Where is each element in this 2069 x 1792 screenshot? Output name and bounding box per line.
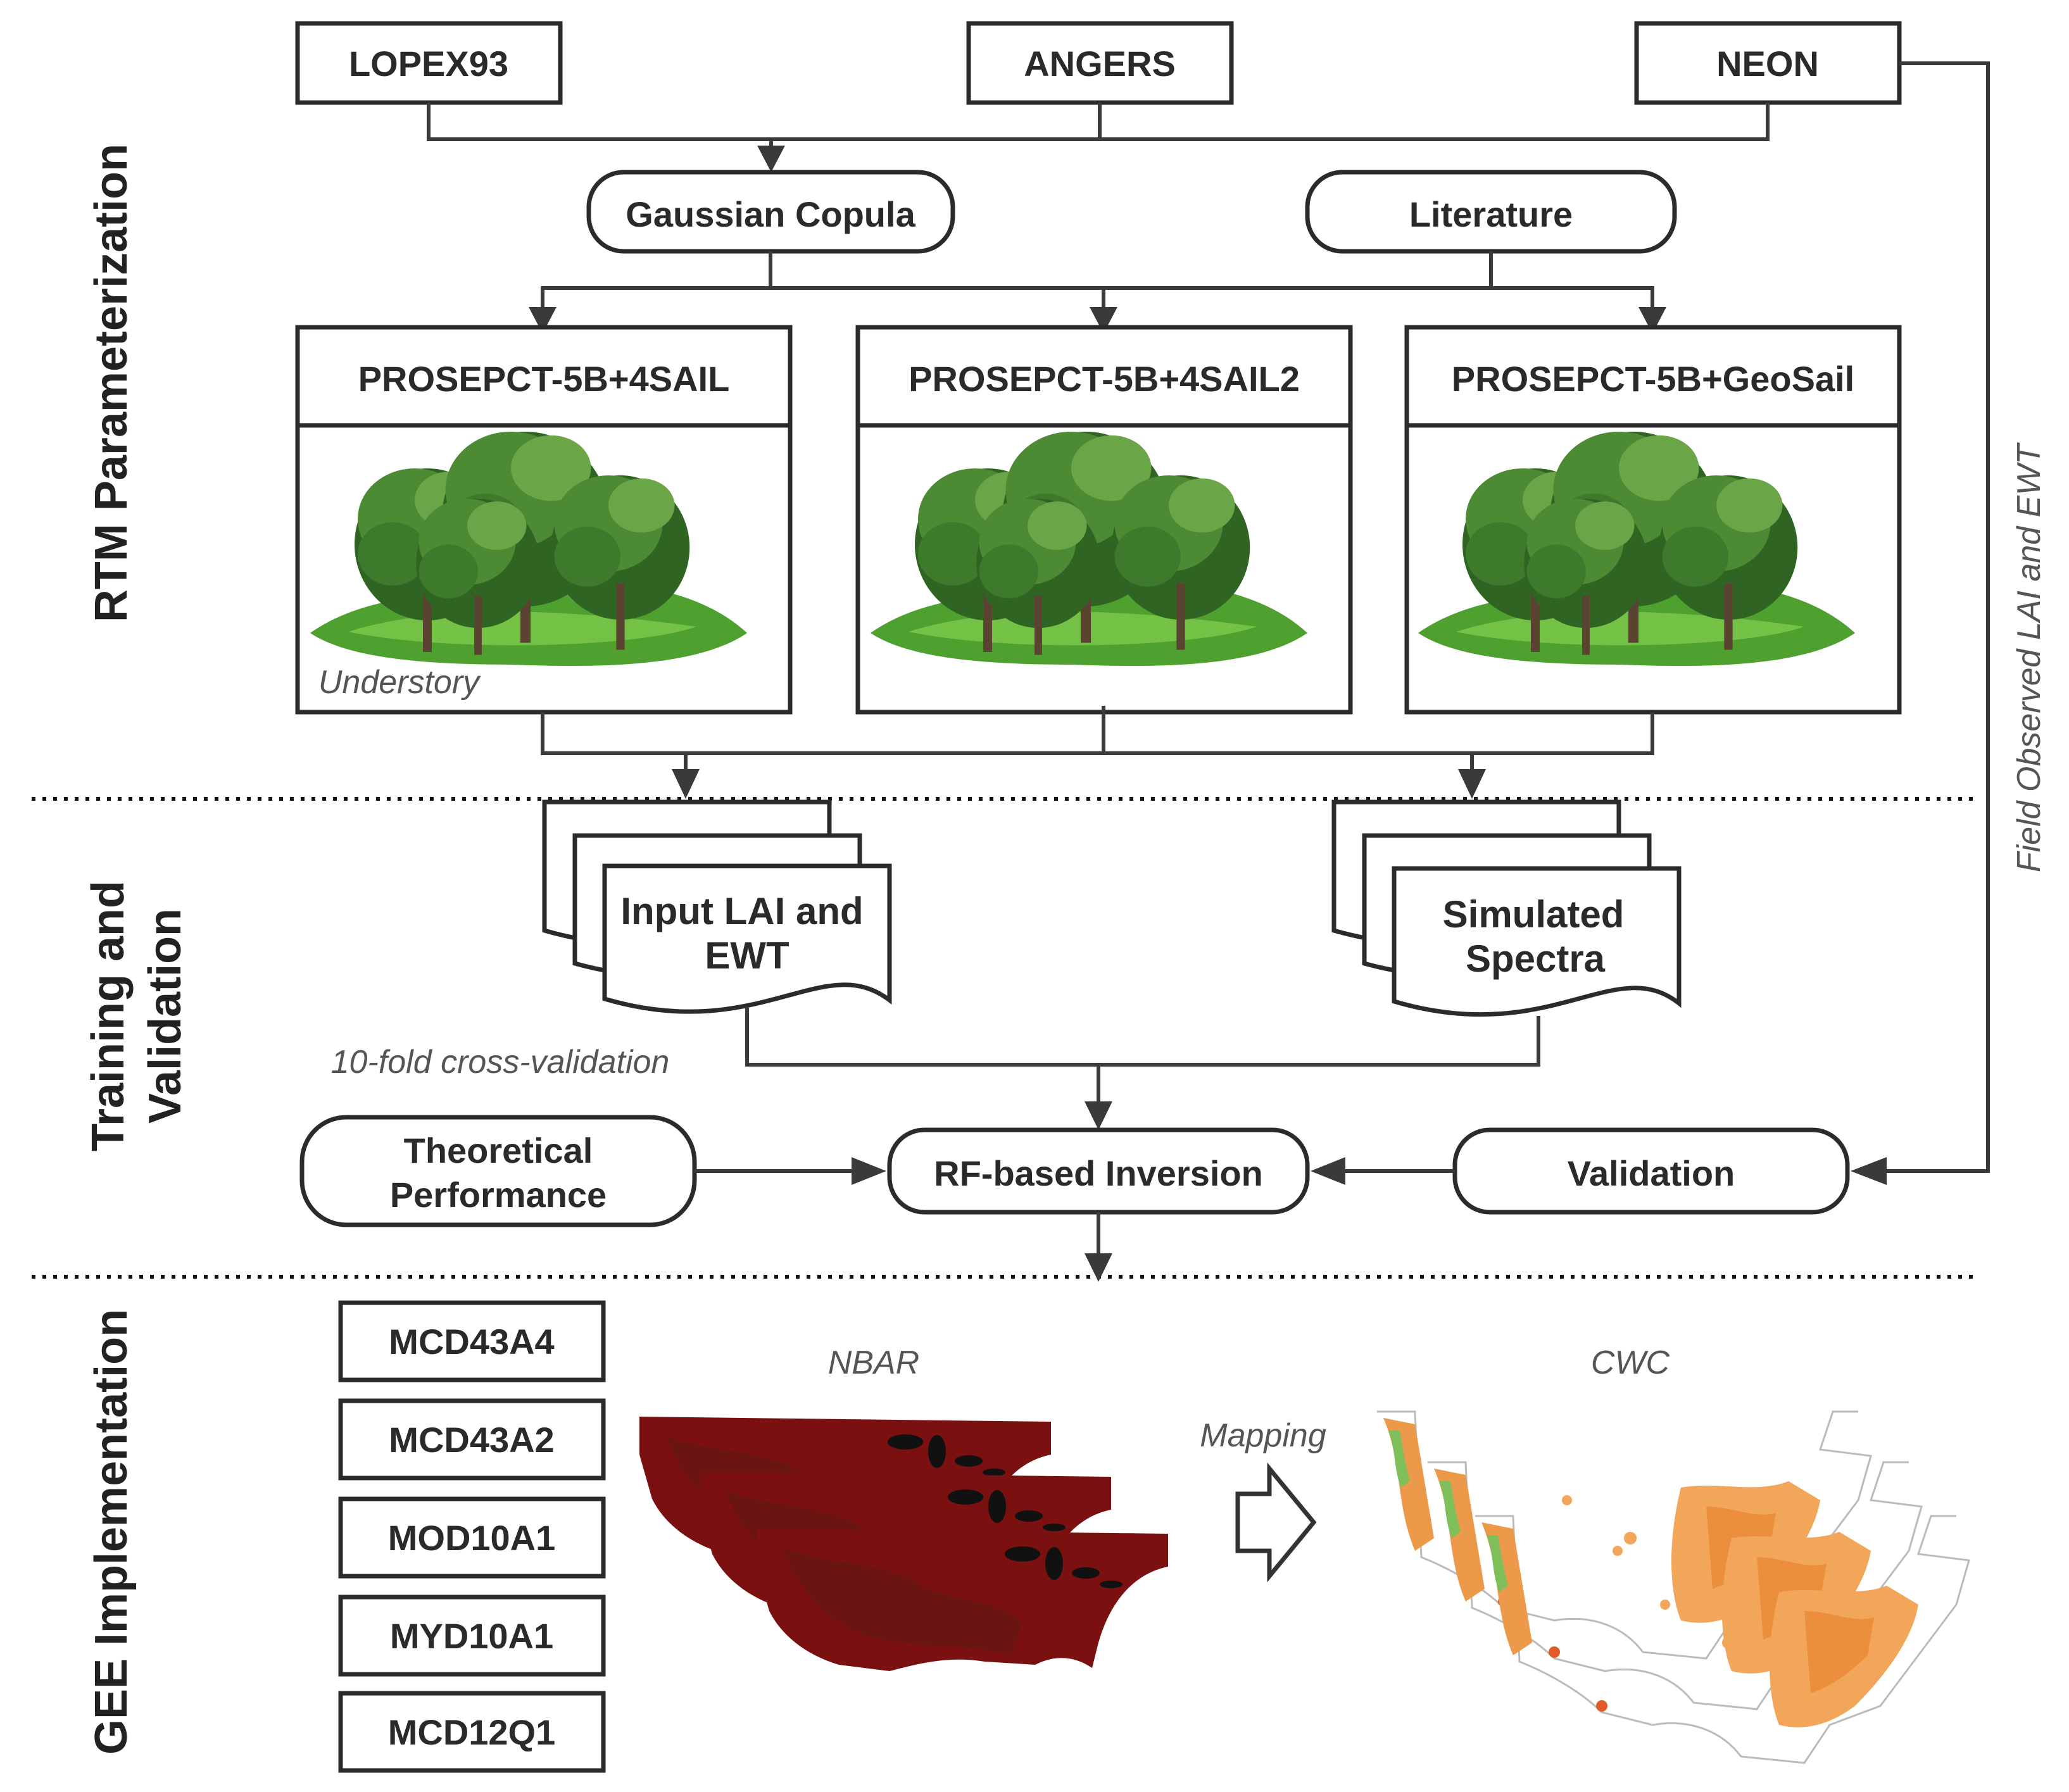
field-observed-connector [1851, 61, 1990, 1185]
lopex93-box: LOPEX93 [295, 21, 563, 105]
nbar-map [757, 1529, 1168, 1671]
section-label-gee: GEE Implementation [86, 1309, 137, 1755]
understory-label: Understory [318, 664, 481, 701]
section-label-rtm: RTM Parameterization [86, 144, 137, 622]
product-box: MYD10A1 [338, 1595, 606, 1677]
mapping-arrow-icon [1235, 1462, 1317, 1582]
simulated-spectra-document: Simulated Spectra [1331, 799, 1682, 1017]
arrowhead [1311, 1157, 1345, 1185]
arrowhead [1458, 769, 1486, 799]
mapping-label: Mapping [1200, 1417, 1326, 1454]
arrowhead [672, 769, 700, 799]
product-label: MOD10A1 [388, 1518, 556, 1558]
product-label: MCD12Q1 [388, 1712, 556, 1752]
arrowhead [529, 307, 557, 334]
product-box: MCD43A4 [338, 1300, 606, 1382]
input-label-line2: EWT [705, 934, 789, 977]
inversion-inputs-connector [695, 1157, 1455, 1185]
arrowhead [757, 146, 785, 172]
section-label-training-line2: Validation [140, 908, 191, 1124]
spectra-label-line2: Spectra [1466, 937, 1606, 980]
nbar-label: NBAR [828, 1344, 919, 1381]
gaussian-copula-label: Gaussian Copula [626, 194, 915, 234]
rf-inversion-label: RF-based Inversion [934, 1153, 1263, 1193]
literature-node: Literature [1305, 170, 1677, 254]
model-title: PROSEPCT-5B+4SAIL [358, 359, 730, 399]
angers-label: ANGERS [1024, 44, 1176, 84]
neon-label: NEON [1716, 44, 1819, 84]
model-title: PROSEPCT-5B+GeoSail [1452, 359, 1854, 399]
validation-node: Validation [1452, 1127, 1850, 1215]
product-label: MCD43A2 [389, 1420, 554, 1460]
rf-inversion-node: RF-based Inversion [887, 1127, 1310, 1215]
gaussian-copula-node: Gaussian Copula [586, 170, 955, 254]
product-label: MYD10A1 [390, 1616, 553, 1656]
input-lai-ewt-document: Input LAI and EWT [542, 799, 892, 1014]
rf-to-gee-connector [1085, 1212, 1112, 1282]
neon-box: NEON [1634, 21, 1902, 105]
product-box: MOD10A1 [338, 1496, 606, 1579]
angers-box: ANGERS [966, 21, 1234, 105]
arrowhead [852, 1157, 886, 1185]
documents-connector [745, 1006, 1540, 1130]
input-label-line1: Input LAI and [620, 890, 863, 932]
arrowhead [1851, 1157, 1887, 1185]
models-connector [541, 706, 1654, 799]
spectra-label-line1: Simulated [1443, 893, 1625, 936]
theoretical-label-line1: Theoretical [404, 1131, 593, 1170]
lopex93-label: LOPEX93 [349, 44, 508, 84]
nbar-map-stack [639, 1417, 1168, 1671]
product-box: MCD43A2 [338, 1398, 606, 1481]
literature-label: Literature [1409, 194, 1573, 234]
arrowhead [1085, 1253, 1112, 1282]
sources-connector [427, 103, 1770, 172]
model-panel-geosail: PROSEPCT-5B+GeoSail [1404, 325, 1902, 715]
product-label: MCD43A4 [389, 1322, 554, 1362]
validation-label: Validation [1568, 1153, 1735, 1193]
theoretical-label-line2: Performance [390, 1175, 607, 1215]
cwc-map-stack [1376, 1410, 1970, 1764]
cross-validation-label: 10-fold cross-validation [331, 1044, 670, 1081]
model-title: PROSEPCT-5B+4SAIL2 [909, 359, 1300, 399]
cwc-label: CWC [1591, 1344, 1670, 1381]
theoretical-performance-node: Theoretical Performance [299, 1115, 697, 1227]
parameters-connector [529, 251, 1666, 334]
gee-product-list: MCD43A4 MCD43A2 MOD10A1 MYD10A1 MCD12Q1 [338, 1300, 606, 1773]
arrowhead [1085, 1101, 1112, 1130]
arrowhead [1090, 307, 1117, 334]
section-label-training-line1: Training and [83, 880, 134, 1151]
field-observed-label: Field Observed LAI and EWT [2011, 442, 2047, 873]
product-box: MCD12Q1 [338, 1691, 606, 1773]
model-panel-4sail2: PROSEPCT-5B+4SAIL2 [855, 325, 1353, 715]
arrowhead [1638, 307, 1666, 334]
model-panel-4sail: PROSEPCT-5B+4SAIL Understory [295, 325, 793, 715]
